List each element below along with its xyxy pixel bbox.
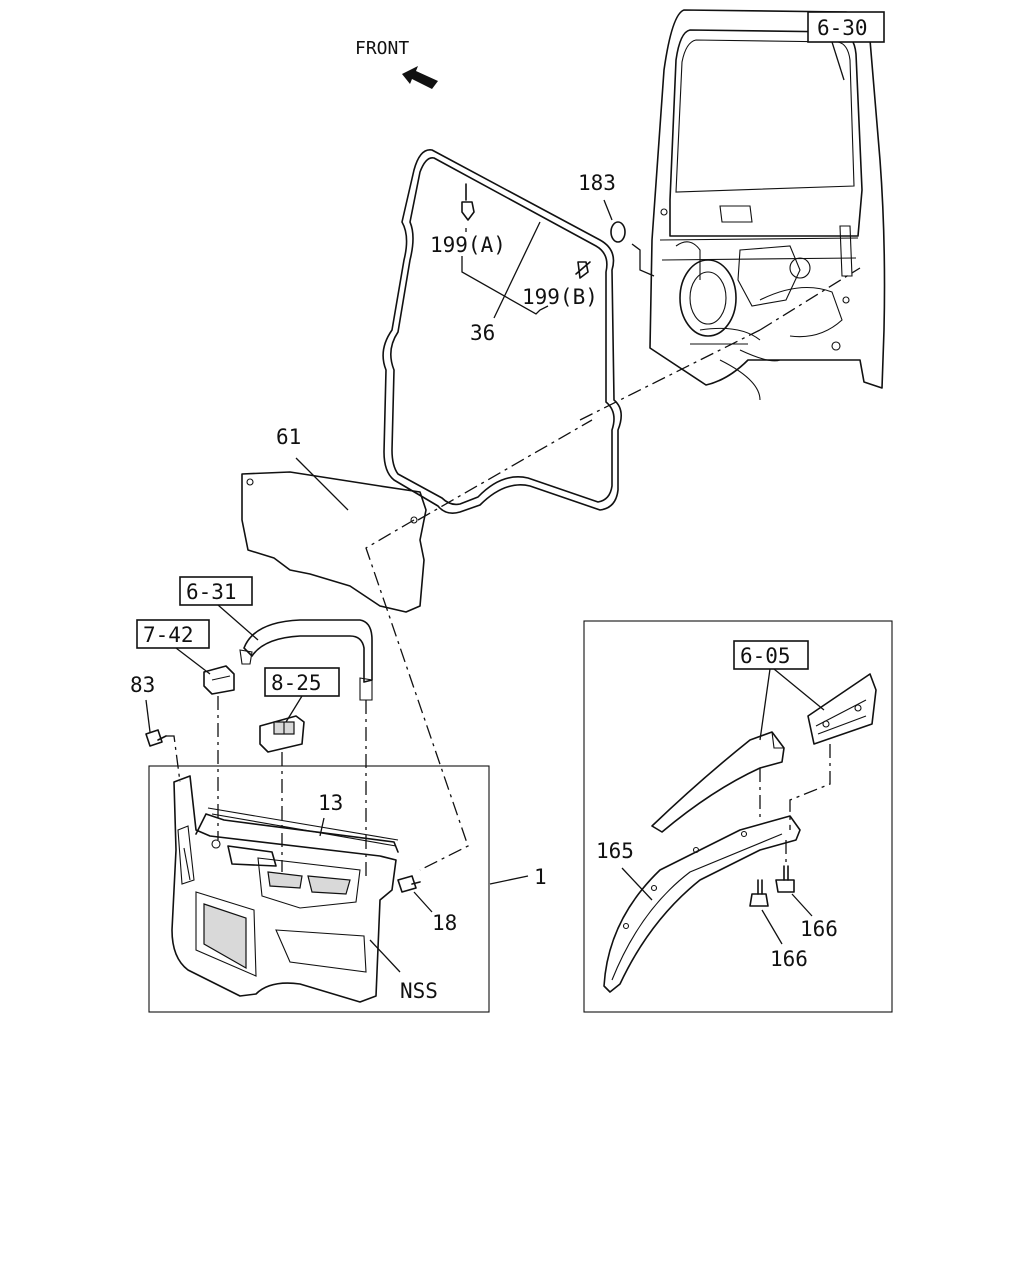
leader-7-42 <box>175 647 211 675</box>
assembly-line-clip-18 <box>365 519 469 871</box>
clip-199a-icon <box>461 183 475 221</box>
leader-8-25 <box>285 695 303 723</box>
assembly-line-door-2 <box>759 267 861 331</box>
part-13-label: 13 <box>318 791 343 815</box>
door-trim-panel <box>171 775 399 1003</box>
leader-165 <box>621 867 653 901</box>
part-83-label: 83 <box>130 673 155 697</box>
bolt-166-b-icon <box>775 865 795 893</box>
part-199a-label: 199(A) <box>430 233 506 257</box>
front-direction-indicator: FRONT <box>355 38 438 89</box>
leader-61 <box>295 457 349 511</box>
leader-13 <box>319 817 325 837</box>
ref-6-05-box[interactable] <box>733 640 809 670</box>
part-199b-label: 199(B) <box>522 285 598 309</box>
nss-label: NSS <box>400 979 438 1003</box>
assist-grip <box>239 619 373 701</box>
ref-7-42-box[interactable] <box>136 619 210 649</box>
leader-nss <box>369 939 401 973</box>
door-weatherstrip <box>382 149 622 514</box>
leader-6-05 <box>759 668 825 741</box>
part-36-label: 36 <box>470 321 495 345</box>
screw-83-icon <box>145 729 167 747</box>
bracket-plate <box>807 673 877 745</box>
bolt-166-icon <box>749 879 769 907</box>
leader-36 <box>493 221 541 319</box>
ref-6-30-label: 6-30 <box>817 16 868 40</box>
window-switch <box>259 715 305 753</box>
assembly-line-83 <box>166 735 181 783</box>
clip-18-icon <box>397 875 421 893</box>
leader-18 <box>413 891 433 913</box>
ref-6-30-box[interactable] <box>807 11 885 43</box>
leader-6-30 <box>831 41 845 81</box>
ref-6-31-label: 6-31 <box>186 580 237 604</box>
upper-garnish <box>651 731 785 833</box>
front-arrow-icon <box>402 66 438 89</box>
garnish-detail-frame <box>583 620 893 1013</box>
leader-1 <box>489 875 529 885</box>
part-18-label: 18 <box>432 911 457 935</box>
part-183-label: 183 <box>578 171 616 195</box>
ref-8-25-label: 8-25 <box>271 671 322 695</box>
leader-166a <box>791 893 813 917</box>
part-166b-label: 166 <box>770 947 808 971</box>
leader-166b <box>761 909 783 945</box>
ref-6-05-label: 6-05 <box>740 644 791 668</box>
lower-garnish-165 <box>603 815 801 993</box>
leader-199 <box>461 256 549 315</box>
sheet-hole-2-icon <box>410 516 418 524</box>
leader-183-to-door <box>631 243 655 277</box>
clip-199b-icon <box>575 261 591 279</box>
plug-183-icon <box>610 221 626 243</box>
door-frame <box>649 9 886 401</box>
part-165-label: 165 <box>596 839 634 863</box>
ref-8-25-box[interactable] <box>264 667 340 697</box>
trim-assembly-frame <box>148 765 490 1013</box>
part-61-label: 61 <box>276 425 301 449</box>
leader-6-31 <box>217 604 259 641</box>
sheet-hole-icon <box>246 478 254 486</box>
front-label: FRONT <box>355 38 409 59</box>
part-166a-label: 166 <box>800 917 838 941</box>
door-lock-knob <box>203 665 235 695</box>
assembly-line-bracket <box>789 744 831 830</box>
ref-6-31-box[interactable] <box>179 576 253 606</box>
assembly-line-door <box>579 329 761 421</box>
assembly-line-sheet <box>417 419 593 521</box>
leader-83 <box>145 699 151 733</box>
part-1-label: 1 <box>534 865 547 889</box>
sealing-sheet-61 <box>241 471 427 613</box>
leader-183 <box>603 199 613 221</box>
ref-7-42-label: 7-42 <box>143 623 194 647</box>
